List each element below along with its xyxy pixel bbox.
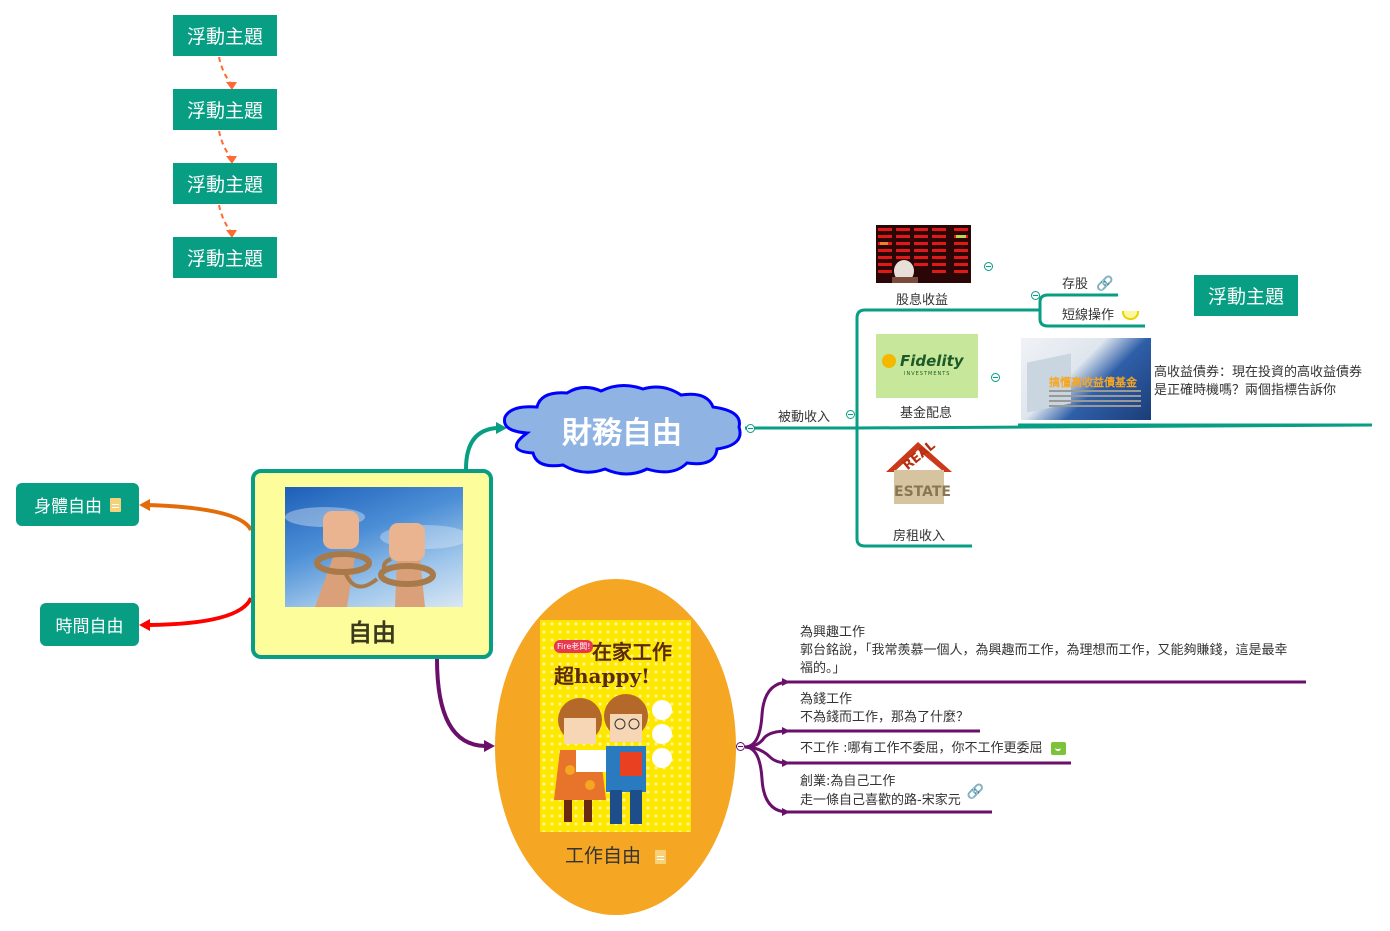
link-icon[interactable]: 🔗 [1096, 276, 1114, 292]
topic-line-3: 福的。」 [800, 661, 846, 676]
collapse-stock-dividend[interactable] [984, 262, 993, 271]
fidelity-subtext: INVESTMENTS [904, 371, 951, 377]
topic-work-freedom[interactable]: Fire老闆! 在家工作 超happy! 工作自由 [495, 579, 736, 915]
topic-passive-income[interactable]: 被動收入 [778, 410, 831, 425]
collapse-financial[interactable] [746, 424, 755, 433]
topic-high-yield-bond[interactable]: 高收益債券：現在投資的高收益債券 是正確時機嗎？兩個指標告訴你 [1154, 364, 1362, 400]
topic-line-1: 高收益債券：現在投資的高收益債券 [1154, 365, 1363, 380]
smile-icon [1050, 742, 1066, 755]
topic-label: 短線操作 [1062, 308, 1115, 323]
topic-label: 身體自由 [34, 497, 102, 517]
cloud-shape [502, 384, 742, 476]
fidelity-logo-image: Fidelity INVESTMENTS [876, 334, 978, 398]
book-cover-image: Fire老闆! 在家工作 超happy! [540, 620, 691, 832]
fidelity-text: Fidelity [900, 352, 964, 370]
topic-line-2: 是正確時機嗎？兩個指標告訴你 [1154, 383, 1337, 398]
topic-work-for-money[interactable]: 為錢工作 不為錢而工作，那為了什麼？ [800, 691, 969, 727]
topic-line-2: 郭台銘說，「我常羨慕一個人，為興趣而工作，為理想而工作，又能夠賺錢，這是最幸 [800, 643, 1288, 658]
topic-label: 存股 [1062, 277, 1089, 292]
topic-line-1: 為興趣工作 [800, 625, 866, 640]
topic-financial-freedom[interactable]: 財務自由 [497, 383, 749, 478]
broken-rope-fists-image [285, 487, 463, 607]
topic-stock-dividend[interactable]: 股息收益 [896, 293, 949, 308]
stock-board-image [876, 225, 971, 283]
collapse-fund-dividend[interactable] [991, 373, 1000, 382]
topic-line-1: 創業:為自己工作 [800, 774, 896, 789]
topic-no-work[interactable]: 不工作 :哪有工作不委屈，你不工作更委屈 [800, 740, 1066, 758]
floating-topic-2[interactable]: 浮動主題 [173, 89, 277, 130]
high-yield-bond-image: 搞懂高收益債基金 [1021, 338, 1151, 420]
topic-time-freedom[interactable]: 時間自由 [40, 603, 139, 646]
topic-work-for-interest[interactable]: 為興趣工作 郭台銘說，「我常羨慕一個人，為興趣而工作，為理想而工作，又能夠賺錢，… [800, 624, 1288, 678]
topic-hold-stock[interactable]: 存股 🔗 [1062, 273, 1114, 292]
collapse-passive-income[interactable] [846, 410, 855, 419]
floating-topic-5[interactable]: 浮動主題 [1194, 275, 1298, 316]
note-icon[interactable] [655, 849, 667, 864]
central-title: 自由 [348, 619, 396, 647]
work-title-row: 工作自由 [495, 841, 736, 868]
estate-text: ESTATE [894, 484, 951, 500]
topic-line-2: 不為錢而工作，那為了什麼？ [800, 710, 970, 725]
floating-topic-3[interactable]: 浮動主題 [173, 163, 277, 204]
work-title: 工作自由 [564, 845, 641, 867]
real-estate-house-image: REAL ESTATE [880, 438, 957, 508]
book-title-2: 超happy! [554, 664, 650, 688]
topic-line-2: 走一條自己喜歡的路-宋家元 [800, 793, 961, 808]
topic-line-1: 不工作 :哪有工作不委屈，你不工作更委屈 [800, 741, 1043, 756]
topic-fund-dividend[interactable]: 基金配息 [900, 406, 953, 421]
topic-rental-income[interactable]: 房租收入 [893, 529, 946, 544]
topic-body-freedom[interactable]: 身體自由 [16, 483, 139, 526]
topic-line-1: 為錢工作 [800, 692, 853, 707]
book-tag: Fire老闆! [554, 640, 594, 653]
bond-image-caption: 搞懂高收益債基金 [1049, 376, 1137, 389]
collapse-work[interactable] [736, 742, 745, 751]
note-icon[interactable] [110, 497, 121, 512]
financial-title: 財務自由 [562, 416, 682, 451]
link-icon[interactable]: 🔗 [966, 784, 985, 800]
emoji-icon [1122, 311, 1140, 320]
floating-topic-1[interactable]: 浮動主題 [173, 15, 277, 56]
topic-label: 時間自由 [55, 617, 124, 637]
topic-entrepreneurship[interactable]: 創業:為自己工作 走一條自己喜歡的路-宋家元 🔗 [800, 773, 984, 810]
topic-short-trading[interactable]: 短線操作 [1062, 304, 1140, 323]
book-title-1: 在家工作 [592, 640, 672, 664]
collapse-stock-children[interactable] [1031, 291, 1040, 300]
floating-topic-4[interactable]: 浮動主題 [173, 237, 277, 278]
central-topic[interactable]: 自由 [251, 469, 493, 659]
